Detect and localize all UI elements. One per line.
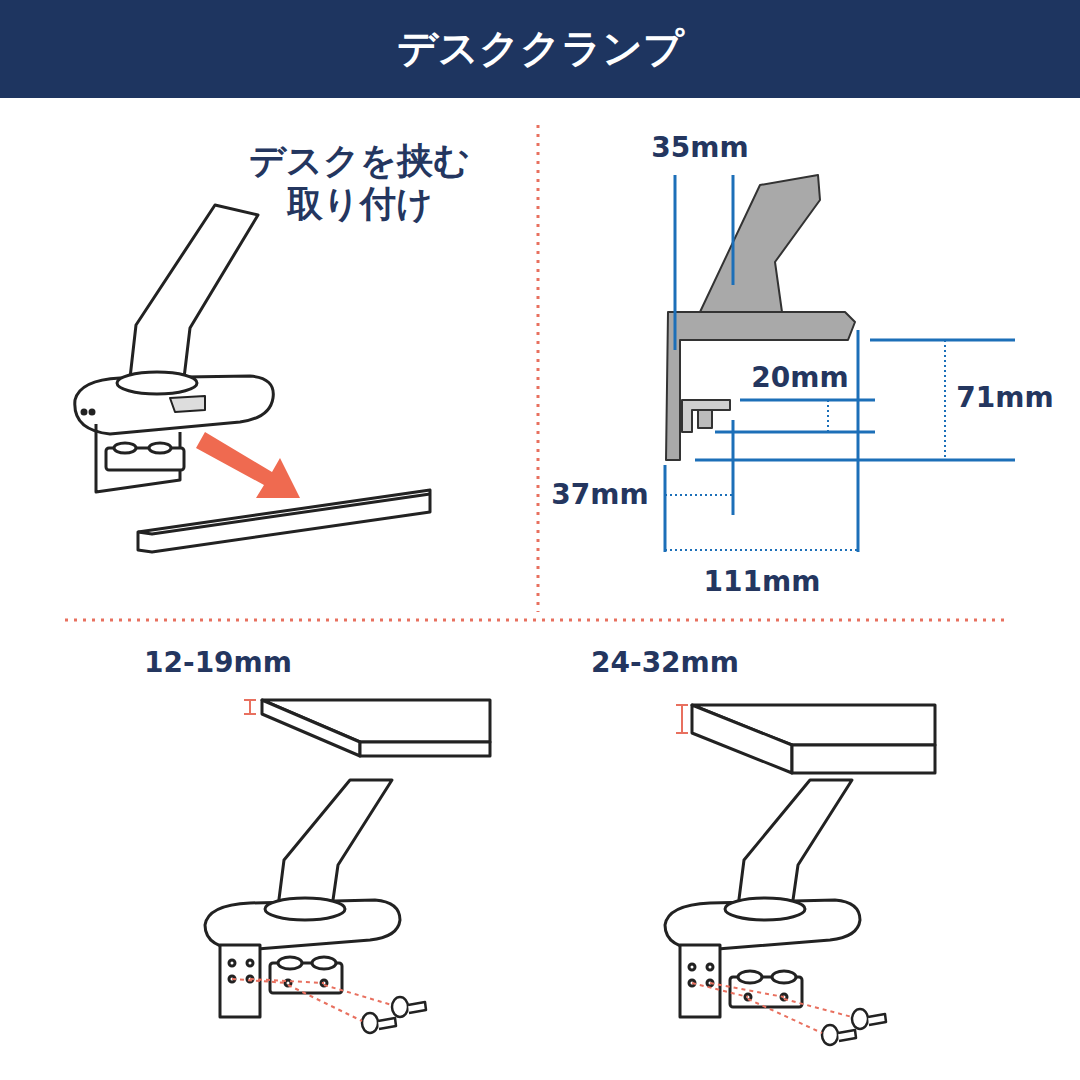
clamp-illustration [82, 410, 86, 414]
dimension-lines [870, 339, 1015, 342]
assembly-guide [232, 979, 392, 1021]
dimension-lines-dotted [665, 494, 733, 496]
thickness-marker [681, 705, 683, 733]
thickness-marker [249, 700, 251, 714]
screws [392, 997, 408, 1017]
desk-thick [792, 745, 935, 773]
clamp-illustration [90, 410, 94, 414]
clamp-illustration [130, 205, 258, 378]
assembly-guide [692, 983, 852, 1033]
thickness-marker [676, 704, 688, 706]
assembly-guide [748, 999, 822, 1033]
thickness-marker [244, 699, 256, 701]
clamp-thin [247, 960, 253, 966]
dimension-label: 12-19mm [144, 646, 292, 680]
desk [138, 494, 430, 534]
clamp-thin [229, 960, 235, 966]
dimension-label: 111mm [704, 565, 821, 599]
section-drawing [698, 410, 712, 428]
dimension-lines [857, 330, 860, 552]
clamp-thin [205, 780, 426, 1033]
clamp-illustration [114, 443, 136, 453]
dimension-lines [732, 420, 735, 515]
dimension-lines [740, 399, 875, 402]
dimension-lines-dotted [665, 549, 858, 551]
dimension-lines-dotted [665, 340, 945, 550]
dimension-lines [664, 465, 667, 552]
screws [822, 1009, 886, 1045]
assembly-guide [288, 985, 362, 1021]
clamp-thick [725, 898, 805, 920]
clamp-thin [312, 957, 336, 969]
clamp-thick [738, 971, 762, 983]
clamp-thin [278, 957, 302, 969]
dimension-lines [665, 175, 1015, 552]
screws [868, 1014, 886, 1025]
desk-thin [262, 700, 360, 756]
clamp-illustration [117, 372, 197, 394]
clamp-thick [665, 780, 886, 1045]
dimension-lines [715, 431, 875, 434]
section-drawing [666, 312, 855, 460]
section-drawing [666, 175, 855, 460]
dimension-label: 35mm [651, 131, 748, 165]
desk-thick [692, 705, 792, 773]
screws [362, 997, 426, 1033]
clamp-thin [265, 898, 345, 920]
desk [138, 490, 430, 552]
clamp-thick [772, 971, 796, 983]
thickness-marker [676, 732, 688, 734]
assembly-guide [784, 999, 852, 1017]
section-drawing [682, 400, 730, 432]
title-bar [0, 0, 1080, 98]
screws [852, 1009, 868, 1029]
divider [65, 125, 1010, 620]
desk-thin [360, 742, 490, 756]
desk [138, 490, 430, 552]
title: デスククランプ [397, 24, 684, 72]
dimension-label: 20mm [751, 361, 848, 395]
thickness-marker [676, 705, 688, 733]
heading-note: デスクを挟む 取り付け [247, 139, 474, 225]
desk-thick [692, 705, 935, 773]
clamp-thick [707, 964, 713, 970]
screws [822, 1025, 838, 1045]
dimension-lines-dotted [827, 400, 829, 432]
clamp-illustration [75, 205, 274, 492]
assembly-guide [250, 979, 324, 983]
divider [537, 125, 540, 612]
assembly-guide [710, 983, 784, 997]
assembly-guide [324, 985, 392, 1005]
insert-arrow [196, 432, 300, 498]
divider [65, 619, 1010, 622]
dimension-lines [695, 459, 1015, 462]
dimension-lines [674, 175, 677, 350]
clamp-thick [689, 964, 695, 970]
screws [408, 1002, 426, 1013]
clamp-thick [738, 780, 852, 907]
dimension-lines-dotted [944, 340, 946, 460]
clamp-illustration [149, 443, 171, 453]
clamp-thick [680, 945, 720, 1017]
clamp-thin [278, 780, 392, 907]
insert-arrow [196, 432, 300, 498]
clamp-illustration [170, 396, 205, 412]
dimension-label: 24-32mm [591, 646, 739, 680]
dimension-label: 71mm [956, 381, 1053, 415]
thickness-marker [244, 700, 256, 714]
dimension-lines [732, 175, 735, 285]
screws [378, 1018, 396, 1029]
screws [838, 1030, 856, 1041]
desk-thin [262, 700, 490, 756]
screws [362, 1013, 378, 1033]
thickness-marker [244, 713, 256, 715]
section-drawing [700, 175, 820, 312]
dimension-label: 37mm [551, 478, 648, 512]
clamp-thin [220, 945, 260, 1017]
